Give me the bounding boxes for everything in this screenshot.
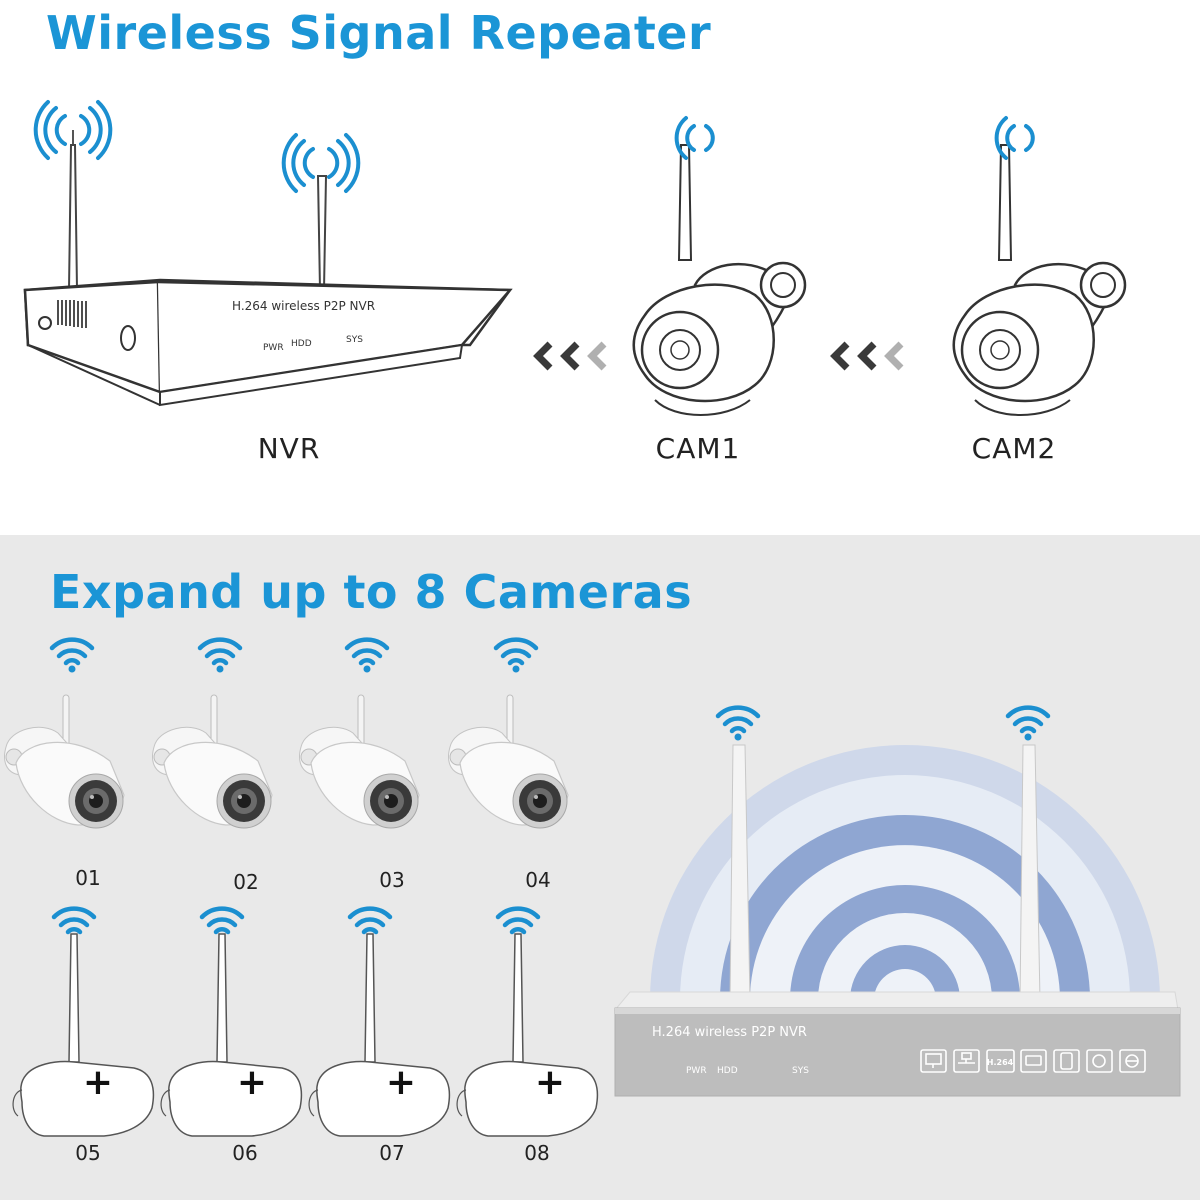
repeater-title: Wireless Signal Repeater [46, 6, 712, 60]
chevron-left-icon [538, 344, 550, 368]
wifi-signal-icon [674, 116, 715, 160]
network-icon [953, 1049, 980, 1073]
nvr-photo: H.264 wireless P2P NVR PWR HDD SYS [613, 744, 1181, 1097]
camera-slot-number: 06 [232, 1141, 258, 1165]
nvr-label: NVR [257, 432, 321, 465]
nvr-photo-h264-badge: H.264 [987, 1058, 1014, 1067]
nvr-photo-face-text: H.264 wireless P2P NVR [652, 1025, 807, 1040]
camera-slot-08-icon [455, 932, 599, 1138]
camera-slot-number: 05 [75, 1141, 101, 1165]
cam2-line-drawing [952, 143, 1127, 417]
cam1-line-drawing [632, 143, 807, 417]
cam2-label: CAM2 [971, 432, 1057, 465]
camera-number: 02 [233, 870, 259, 894]
p2p-cloud-icon [1086, 1049, 1113, 1073]
expand-title: Expand up to 8 Cameras [50, 565, 693, 619]
add-camera-plus-icon: + [83, 1062, 113, 1103]
wifi-signal-icon [718, 708, 758, 741]
wifi-signal-icon [994, 116, 1035, 160]
nvr-photo-led-sys: SYS [792, 1066, 809, 1076]
camera-01-icon [3, 694, 125, 829]
relay-arrow-2 [835, 344, 901, 368]
camera-number: 04 [525, 868, 551, 892]
browser-icon [1119, 1049, 1146, 1073]
signal-dome [650, 745, 1160, 1000]
chevron-left-icon [565, 344, 577, 368]
nvr-photo-led-pwr: PWR [686, 1066, 707, 1076]
nvr-led-pwr: PWR [263, 343, 284, 353]
chevron-left-icon [592, 344, 604, 368]
camera-slot-07-icon [307, 932, 451, 1138]
cam1-label: CAM1 [655, 432, 741, 465]
chevron-left-icon [862, 344, 874, 368]
chevron-left-icon [889, 344, 901, 368]
wifi-signal-icon [52, 640, 92, 673]
relay-arrow-1 [538, 344, 604, 368]
nvr-led-hdd: HDD [291, 339, 312, 349]
camera-04-icon [447, 694, 569, 829]
nvr-line-drawing: H.264 wireless P2P NVR PWR HDD SYS [23, 130, 513, 407]
wifi-signal-icon [496, 640, 536, 673]
nvr-face-text: H.264 wireless P2P NVR [232, 299, 375, 313]
chevron-left-icon [835, 344, 847, 368]
add-camera-plus-icon: + [386, 1062, 416, 1103]
h264-badge-icon [986, 1049, 1015, 1073]
camera-02-icon [151, 694, 273, 829]
camera-number: 03 [379, 868, 405, 892]
camera-slot-05-icon [11, 932, 155, 1138]
camera-slot-06-icon [159, 932, 303, 1138]
add-camera-plus-icon: + [237, 1062, 267, 1103]
camera-slot-number: 07 [379, 1141, 405, 1165]
add-camera-plus-icon: + [535, 1062, 565, 1103]
phone-icon [1053, 1049, 1080, 1073]
camera-slot-number: 08 [524, 1141, 550, 1165]
camera-number: 01 [75, 866, 101, 890]
hdmi-icon [1020, 1049, 1047, 1073]
wifi-signal-icon [1008, 708, 1048, 741]
repeater-section [0, 0, 1200, 535]
monitor-icon [920, 1049, 947, 1073]
wifi-signal-icon [200, 640, 240, 673]
wifi-signal-icon [347, 640, 387, 673]
camera-03-icon [298, 694, 420, 829]
nvr-photo-led-hdd: HDD [717, 1066, 738, 1076]
nvr-led-sys: SYS [346, 335, 363, 345]
